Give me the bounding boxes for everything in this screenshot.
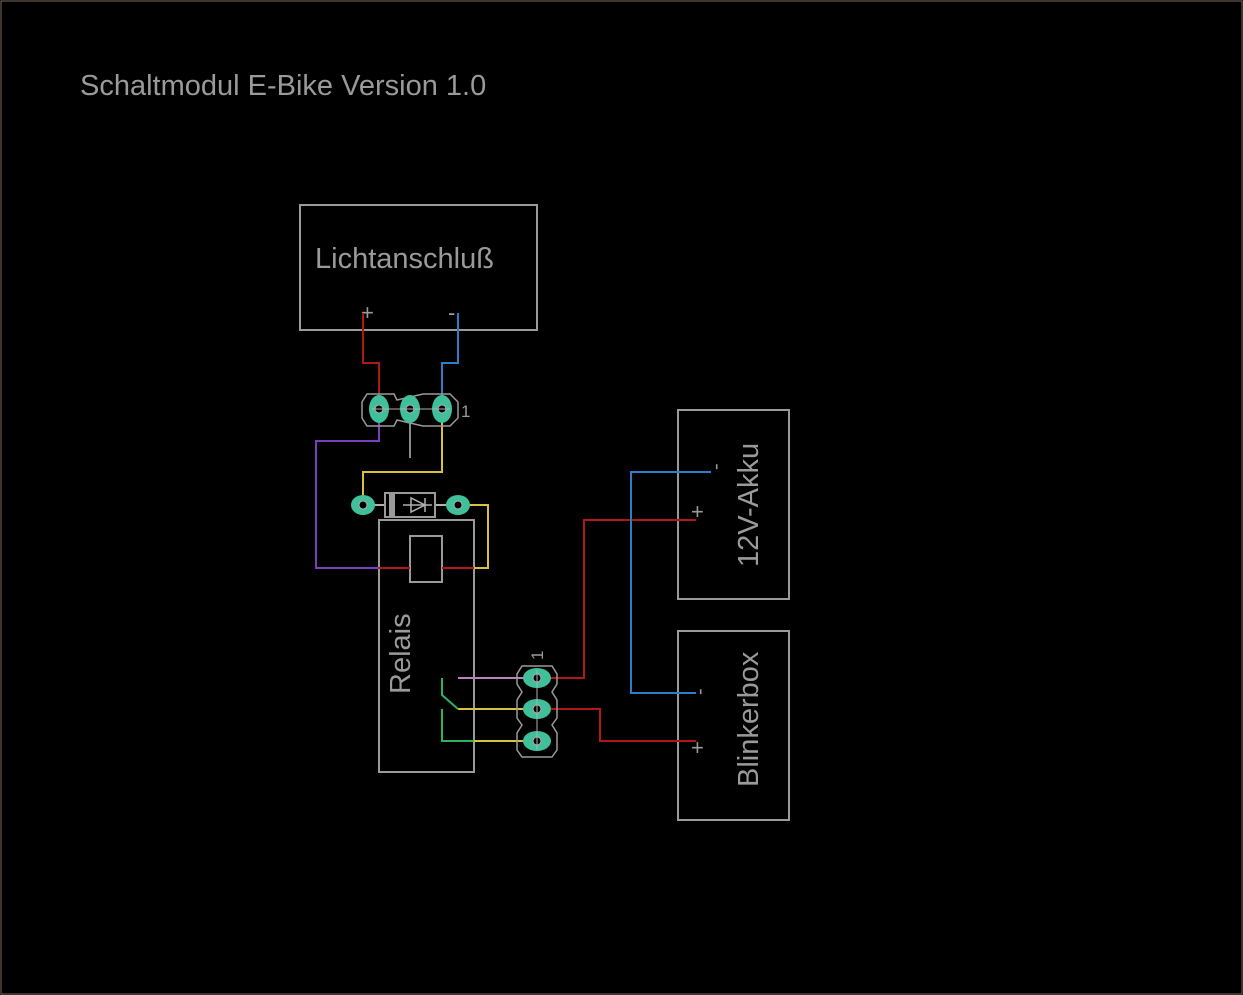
- wire-yellow-relay: [458, 504, 489, 569]
- header-bottom: 1: [516, 651, 558, 758]
- battery-plus-label: +: [691, 499, 704, 524]
- wire-relay-no: [441, 709, 474, 742]
- board-title: Schaltmodul E-Bike Version 1.0: [80, 70, 486, 102]
- light-plus-label: +: [361, 300, 374, 325]
- diode: [351, 492, 470, 518]
- header-top-pin1-label: 1: [461, 402, 470, 421]
- relay-label: Relais: [385, 613, 417, 694]
- light-minus-label: -: [448, 300, 455, 325]
- wire-battery-minus: [630, 471, 711, 694]
- header-top: 1: [361, 393, 470, 427]
- diode-icon: [403, 496, 432, 514]
- light-connector: Lichtanschluß + -: [299, 204, 538, 331]
- blinker-outline: [677, 630, 790, 821]
- blinker-plus-label: +: [691, 735, 704, 760]
- header-bottom-outline: [516, 665, 558, 758]
- battery-connector: 12V-Akku - +: [677, 409, 790, 600]
- wire-light-minus: [441, 313, 459, 398]
- light-connector-outline: [299, 204, 538, 331]
- battery-minus-label: -: [705, 463, 727, 470]
- battery-label: 12V-Akku: [733, 443, 765, 567]
- diode-band: [389, 493, 395, 517]
- blinker-minus-label: -: [689, 688, 711, 695]
- battery-outline: [677, 409, 790, 600]
- wire-yellow-diode: [362, 420, 443, 505]
- wire-light-plus: [362, 313, 380, 398]
- wire-battery-plus: [537, 519, 696, 679]
- wire-blinker-plus: [537, 708, 696, 742]
- blinker-connector: Blinkerbox - +: [677, 630, 790, 821]
- pad-diode-1-hole: [358, 500, 368, 510]
- pad-diode-2-hole: [453, 500, 463, 510]
- relay-coil: [409, 535, 443, 583]
- blinker-label: Blinkerbox: [733, 651, 765, 787]
- wire-relay-switch: [441, 678, 459, 710]
- wire-purple: [315, 420, 380, 569]
- relay: Relais: [378, 519, 475, 773]
- relay-outline: [378, 519, 475, 773]
- header-bottom-pin1-label: 1: [528, 651, 547, 660]
- wires: [315, 313, 711, 742]
- light-connector-label: Lichtanschluß: [315, 243, 494, 275]
